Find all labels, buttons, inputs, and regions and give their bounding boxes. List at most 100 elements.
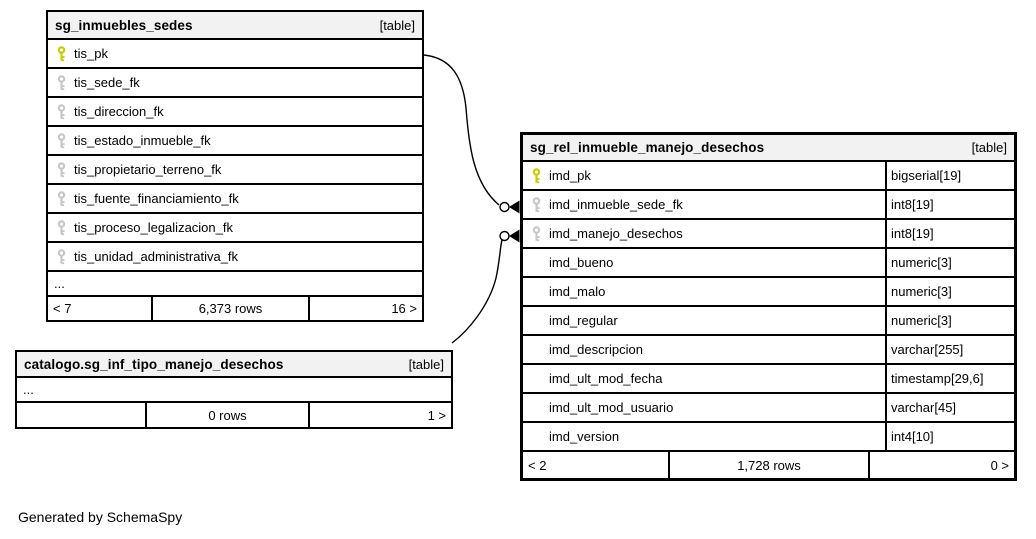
table-footer: < 7 6,373 rows 16 >: [48, 297, 422, 320]
fk-edge-inmueble-sede: [423, 54, 500, 206]
column-name-cell: imd_inmueble_sede_fk: [523, 191, 885, 218]
column-row[interactable]: tis_sede_fk: [48, 69, 422, 98]
column-type: varchar[255]: [885, 336, 1014, 363]
row-count: 0 rows: [145, 403, 310, 427]
table-name[interactable]: sg_rel_inmueble_manejo_desechos: [530, 140, 765, 155]
column-name-cell: imd_version: [523, 423, 885, 450]
edge-circle-terminator: [499, 201, 510, 213]
column-row[interactable]: tis_pk: [48, 40, 422, 69]
column-row[interactable]: tis_direccion_fk: [48, 98, 422, 127]
related-tables-next: 1 >: [427, 407, 446, 423]
column-row[interactable]: imd_pk bigserial[19]: [523, 162, 1014, 191]
column-name: tis_unidad_administrativa_fk: [74, 249, 239, 264]
column-row[interactable]: imd_manejo_desechos int8[19]: [523, 220, 1014, 249]
foreign-key-icon: [531, 226, 542, 242]
column-type: timestamp[29,6]: [885, 365, 1014, 392]
foreign-key-icon: [56, 75, 67, 91]
column-row[interactable]: imd_malo numeric[3]: [523, 278, 1014, 307]
table-sg-inmuebles-sedes[interactable]: sg_inmuebles_sedes [table] tis_pk tis_se…: [46, 10, 424, 322]
table-footer: 0 rows 1 >: [17, 403, 451, 427]
column-name: imd_regular: [549, 313, 618, 328]
key-slot: [523, 168, 549, 184]
key-slot: [523, 197, 549, 213]
table-sg-rel-inmueble-manejo-desechos[interactable]: sg_rel_inmueble_manejo_desechos [table] …: [520, 132, 1017, 481]
primary-key-icon: [56, 46, 67, 62]
table-footer: < 2 1,728 rows 0 >: [523, 452, 1014, 478]
column-name: tis_pk: [74, 46, 108, 61]
related-tables-prev: < 2: [528, 457, 547, 473]
key-slot: [48, 46, 74, 62]
edge-arrowhead: [509, 200, 520, 214]
column-name: tis_direccion_fk: [74, 104, 164, 119]
related-tables-next: 16 >: [391, 301, 417, 316]
table-name[interactable]: sg_inmuebles_sedes: [55, 17, 193, 33]
column-name-cell: imd_descripcion: [523, 336, 885, 363]
hidden-columns-ellipsis: ...: [48, 272, 422, 297]
table-type-badge: [table]: [408, 356, 444, 372]
column-name: tis_estado_inmueble_fk: [74, 133, 211, 148]
table-type-badge: [table]: [379, 17, 415, 33]
column-name: imd_malo: [549, 284, 606, 299]
related-tables-next: 0 >: [990, 457, 1009, 473]
column-name: tis_sede_fk: [74, 75, 140, 90]
column-row[interactable]: imd_ult_mod_usuario varchar[45]: [523, 394, 1014, 423]
key-slot: [48, 220, 74, 236]
table-catalogo-sg-inf-tipo-manejo-desechos[interactable]: catalogo.sg_inf_tipo_manejo_desechos [ta…: [15, 350, 453, 429]
table-header: sg_inmuebles_sedes [table]: [48, 12, 422, 40]
key-slot: [48, 75, 74, 91]
generated-by-note: Generated by SchemaSpy: [18, 509, 183, 525]
table-header: sg_rel_inmueble_manejo_desechos [table]: [523, 135, 1014, 162]
fk-edge-manejo-desechos: [451, 239, 503, 344]
column-row[interactable]: imd_version int4[10]: [523, 423, 1014, 452]
column-row[interactable]: imd_descripcion varchar[255]: [523, 336, 1014, 365]
column-name: imd_descripcion: [549, 342, 643, 357]
column-name-cell: imd_ult_mod_fecha: [523, 365, 885, 392]
key-slot: [48, 191, 74, 207]
foreign-key-icon: [56, 104, 67, 120]
column-row[interactable]: imd_regular numeric[3]: [523, 307, 1014, 336]
table-name[interactable]: catalogo.sg_inf_tipo_manejo_desechos: [24, 356, 284, 372]
hidden-columns-ellipsis: ...: [17, 378, 451, 403]
column-name-cell: imd_malo: [523, 278, 885, 305]
column-type: bigserial[19]: [885, 162, 1014, 189]
column-name: imd_inmueble_sede_fk: [549, 197, 683, 212]
column-row[interactable]: tis_fuente_financiamiento_fk: [48, 185, 422, 214]
column-type: int8[19]: [885, 191, 1014, 218]
row-count: 1,728 rows: [668, 452, 870, 478]
column-row[interactable]: imd_bueno numeric[3]: [523, 249, 1014, 278]
column-name-cell: imd_manejo_desechos: [523, 220, 885, 247]
column-name: imd_pk: [549, 168, 591, 183]
table-type-badge: [table]: [971, 140, 1007, 155]
column-name: tis_fuente_financiamiento_fk: [74, 191, 239, 206]
column-type: varchar[45]: [885, 394, 1014, 421]
column-name-cell: imd_bueno: [523, 249, 885, 276]
column-type: numeric[3]: [885, 278, 1014, 305]
column-row[interactable]: imd_ult_mod_fecha timestamp[29,6]: [523, 365, 1014, 394]
key-slot: [523, 226, 549, 242]
column-row[interactable]: tis_proceso_legalizacion_fk: [48, 214, 422, 243]
column-name-cell: imd_ult_mod_usuario: [523, 394, 885, 421]
key-slot: [48, 162, 74, 178]
column-name: tis_propietario_terreno_fk: [74, 162, 222, 177]
column-type: numeric[3]: [885, 249, 1014, 276]
key-slot: [48, 133, 74, 149]
column-name: imd_version: [549, 429, 620, 444]
foreign-key-icon: [56, 191, 67, 207]
edge-circle-terminator: [499, 230, 510, 242]
foreign-key-icon: [56, 133, 67, 149]
column-name-cell: imd_pk: [523, 162, 885, 189]
column-type: numeric[3]: [885, 307, 1014, 334]
related-tables-prev: [17, 403, 145, 427]
related-tables-prev: < 7: [53, 301, 72, 316]
column-name: imd_ult_mod_usuario: [549, 400, 674, 415]
column-row[interactable]: tis_propietario_terreno_fk: [48, 156, 422, 185]
column-name: tis_proceso_legalizacion_fk: [74, 220, 233, 235]
table-header: catalogo.sg_inf_tipo_manejo_desechos [ta…: [17, 352, 451, 378]
column-type: int4[10]: [885, 423, 1014, 450]
column-row[interactable]: tis_estado_inmueble_fk: [48, 127, 422, 156]
primary-key-icon: [531, 168, 542, 184]
column-row[interactable]: tis_unidad_administrativa_fk: [48, 243, 422, 272]
column-type: int8[19]: [885, 220, 1014, 247]
column-row[interactable]: imd_inmueble_sede_fk int8[19]: [523, 191, 1014, 220]
